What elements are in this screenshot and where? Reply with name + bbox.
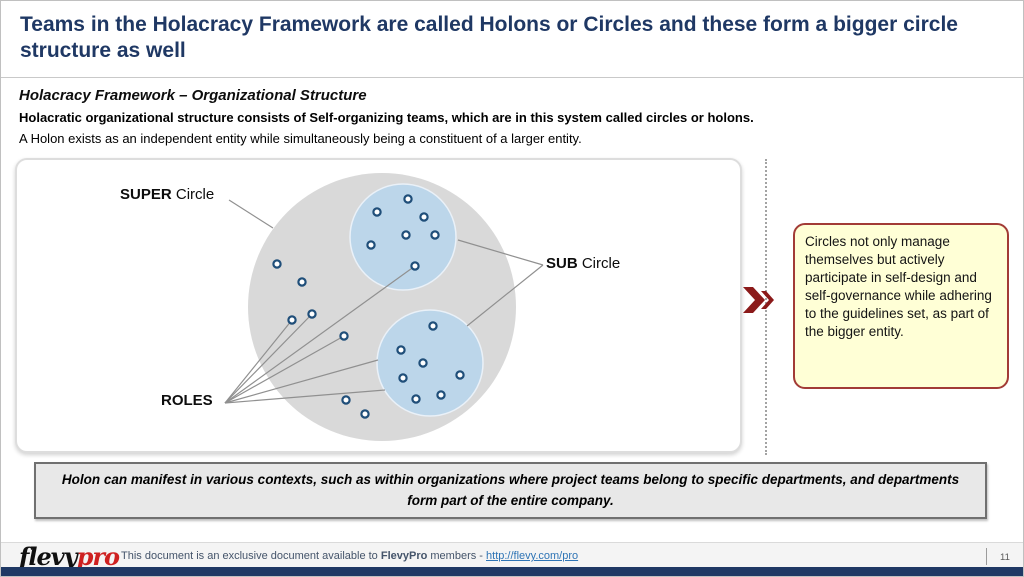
role-dot [428, 321, 438, 331]
footer: flevypro This document is an exclusive d… [1, 542, 1023, 571]
footer-text-middle: members - [427, 550, 487, 562]
role-dot [403, 194, 413, 204]
sub-connector-line-top [457, 239, 544, 266]
footer-text-prefix: This document is an exclusive document a… [121, 550, 381, 562]
role-dot [419, 212, 429, 222]
role-dot [297, 277, 307, 287]
roles-connector-line [224, 319, 293, 404]
logo-pro: pro [76, 542, 120, 571]
callout-box: Circles not only manage themselves but a… [793, 223, 1009, 389]
roles-connector-line [224, 313, 313, 404]
connector-lines [224, 199, 544, 404]
roles-connector-line [224, 359, 379, 404]
super-circle-label: SUPER Circle [120, 186, 214, 203]
super-connector-line [228, 199, 274, 229]
role-dot [436, 390, 446, 400]
role-dot [418, 358, 428, 368]
bottom-accent-bar [1, 567, 1023, 576]
roles-connector-line [224, 335, 345, 404]
role-dot [341, 395, 351, 405]
role-dots [272, 194, 465, 419]
sub-connector-line-bottom [466, 264, 544, 327]
role-dot [401, 230, 411, 240]
role-dot [372, 207, 382, 217]
section-subtitle: Holacracy Framework – Organizational Str… [19, 87, 367, 104]
sub-circle-label-rest: Circle [577, 255, 621, 272]
sub-circle-label: SUB Circle [546, 255, 620, 272]
page-number-divider [986, 548, 987, 565]
role-dot [396, 345, 406, 355]
role-dot [307, 309, 317, 319]
title-block: Teams in the Holacracy Framework are cal… [1, 1, 1023, 78]
page-number: 11 [1000, 552, 1010, 563]
role-dot [339, 331, 349, 341]
role-dot [430, 230, 440, 240]
flevypro-logo: flevypro [19, 542, 120, 571]
role-dot [455, 370, 465, 380]
sub-circle-bottom [376, 309, 484, 417]
flevy-pro-link[interactable]: http://flevy.com/pro [486, 550, 579, 562]
role-dot [398, 373, 408, 383]
role-dot [411, 394, 421, 404]
role-dot [272, 259, 282, 269]
logo-flevy: flevy [19, 542, 78, 571]
roles-connector-line [224, 389, 386, 404]
super-circle-label-rest: Circle [171, 186, 215, 203]
lead-paragraph: A Holon exists as an independent entity … [19, 131, 582, 146]
page-title: Teams in the Holacracy Framework are cal… [20, 13, 958, 62]
footer-text-brand: FlevyPro [380, 550, 428, 562]
super-circle-label-bold: SUPER [120, 186, 172, 203]
footer-disclaimer: This document is an exclusive document a… [121, 550, 578, 562]
chevron-right-icon [742, 285, 774, 320]
roles-connector-line [224, 265, 416, 404]
role-dot [360, 409, 370, 419]
bottom-note-text: Holon can manifest in various contexts, … [61, 471, 960, 508]
lead-paragraph-bold: Holacratic organizational structure cons… [19, 110, 754, 125]
roles-label: ROLES [161, 392, 213, 409]
holacracy-diagram-panel: SUPER Circle SUB Circle ROLES [15, 158, 742, 453]
role-dot [366, 240, 376, 250]
holacracy-diagram [224, 173, 544, 441]
bottom-note-box: Holon can manifest in various contexts, … [34, 462, 987, 519]
role-dot [410, 261, 420, 271]
sub-circle-label-bold: SUB [546, 255, 578, 272]
role-dot [287, 315, 297, 325]
